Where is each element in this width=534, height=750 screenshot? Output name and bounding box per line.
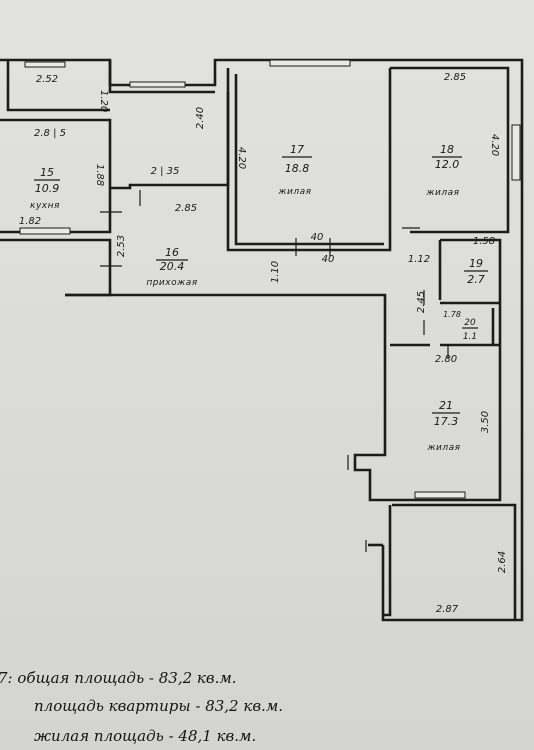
room-21-number: 21 bbox=[439, 399, 453, 412]
room-21-area: 17.3 bbox=[434, 415, 459, 428]
room-18-name: жилая bbox=[425, 188, 459, 198]
dim-40-lower: 40 bbox=[322, 254, 335, 265]
room-19-area: 2.7 bbox=[467, 273, 485, 286]
window-room-18 bbox=[511, 124, 521, 181]
dim-1-78: 1.78 bbox=[443, 310, 461, 319]
marks bbox=[100, 190, 449, 552]
dim-1-82: 1.82 bbox=[19, 216, 41, 227]
room-17: 17 18.8 жилая bbox=[277, 143, 312, 197]
room-16-area: 20.4 bbox=[160, 260, 185, 273]
apartment-area-label: площадь квартиры bbox=[34, 697, 191, 715]
dim-4-20-left: 4.20 bbox=[236, 147, 247, 169]
apartment-area-value: - 83,2 кв.м. bbox=[195, 697, 284, 715]
windows bbox=[19, 59, 521, 499]
room-15-area: 10.9 bbox=[35, 182, 60, 195]
dim-2-80: 2.80 bbox=[435, 354, 457, 365]
room-20-number: 20 bbox=[464, 318, 476, 328]
dim-2-85-hall: 2.85 bbox=[175, 203, 197, 214]
room-17-number: 17 bbox=[290, 143, 304, 156]
room-18: 18 12.0 жилая bbox=[425, 143, 462, 198]
dim-1-20: 1.20 bbox=[98, 90, 109, 112]
room-21: 21 17.3 жилая bbox=[426, 399, 460, 453]
dim-1-12: 1.12 bbox=[408, 254, 430, 265]
walls bbox=[0, 58, 524, 622]
room-15-number: 15 bbox=[40, 166, 54, 179]
dim-2-8-5: 2.8 | 5 bbox=[34, 128, 66, 139]
room-20-area: 1.1 bbox=[463, 332, 477, 342]
dim-2-52: 2.52 bbox=[36, 74, 58, 85]
dim-2-35: 2 | 35 bbox=[151, 166, 180, 177]
dim-1-58: 1.58 bbox=[473, 236, 495, 247]
total-area-label: общая площадь bbox=[17, 669, 145, 687]
room-21-name: жилая bbox=[426, 443, 460, 453]
room-18-area: 12.0 bbox=[435, 158, 460, 171]
room-15-name: кухня bbox=[30, 201, 60, 211]
room-16-number: 16 bbox=[165, 246, 179, 259]
summary-line-2: площадь квартиры - 83,2 кв.м. bbox=[34, 696, 283, 717]
dim-40-upper: 40 bbox=[311, 232, 324, 243]
dim-2-85-top: 2.85 bbox=[444, 72, 466, 83]
dim-4-20-right: 4.20 bbox=[489, 134, 500, 156]
room-16: 16 20.4 прихожая bbox=[146, 246, 197, 288]
dim-2-64: 2.64 bbox=[497, 551, 508, 573]
window-top-left bbox=[24, 61, 66, 68]
room-17-area: 18.8 bbox=[285, 162, 310, 175]
room-20: 20 1.1 bbox=[462, 318, 478, 342]
dim-2-45: 2.45 bbox=[416, 291, 427, 313]
room-19: 19 2.7 bbox=[464, 257, 488, 286]
dim-1-88: 1.88 bbox=[94, 164, 105, 186]
total-area-value: - 83,2 кв.м. bbox=[148, 669, 237, 687]
dim-1-10: 1.10 bbox=[270, 261, 281, 283]
living-area-value: - 48,1 кв.м. bbox=[168, 727, 257, 745]
room-15: 15 10.9 кухня bbox=[30, 166, 60, 211]
dim-2-87: 2.87 bbox=[436, 604, 459, 615]
living-area-label: жилая площадь bbox=[34, 727, 164, 745]
room-18-number: 18 bbox=[440, 143, 454, 156]
window-niche bbox=[129, 81, 186, 88]
dim-3-50: 3.50 bbox=[480, 411, 491, 433]
dimension-labels: 2.52 1.20 2.85 2.40 2.8 | 5 2 | 35 2.85 … bbox=[19, 72, 508, 615]
window-room-21 bbox=[414, 491, 466, 499]
room-19-number: 19 bbox=[469, 257, 483, 270]
window-room-17 bbox=[269, 59, 351, 67]
room-16-name: прихожая bbox=[146, 278, 197, 288]
window-kitchen bbox=[19, 227, 71, 235]
summary-line-1: 7: общая площадь - 83,2 кв.м. bbox=[0, 668, 237, 689]
room-17-name: жилая bbox=[277, 187, 311, 197]
summary-prefix: 7: bbox=[0, 669, 13, 687]
dim-2-53: 2.53 bbox=[116, 235, 127, 257]
summary-line-3: жилая площадь - 48,1 кв.м. bbox=[34, 726, 256, 747]
dim-2-40: 2.40 bbox=[195, 107, 206, 129]
